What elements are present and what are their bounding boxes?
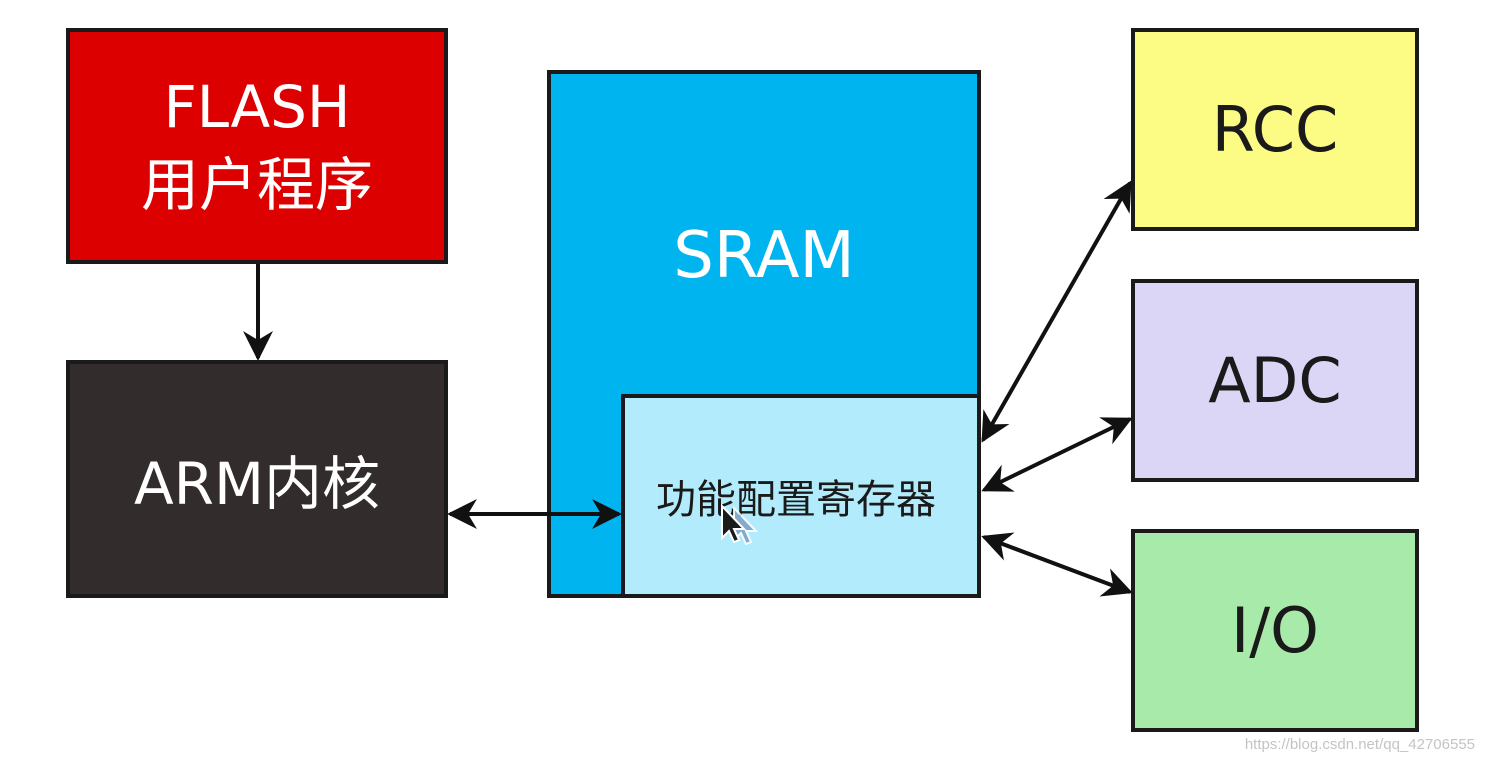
arrow-register-adc (981, 417, 1133, 492)
arrow-register-rcc (981, 180, 1132, 443)
arrow-register-io (981, 532, 1133, 597)
watermark-text: https://blog.csdn.net/qq_42706555 (1244, 736, 1475, 753)
adc-box: ADC (1131, 279, 1419, 482)
sram-label: SRAM (673, 219, 855, 293)
rcc-box: RCC (1131, 28, 1419, 231)
register-box: 功能配置寄存器 (621, 394, 981, 598)
flash-box: FLASH 用户程序 (66, 28, 448, 264)
register-label: 功能配置寄存器 (656, 477, 936, 523)
rcc-label: RCC (1211, 93, 1339, 166)
mouse-pointer-icon (721, 504, 759, 546)
arm-core-label: ARM内核 (133, 450, 381, 518)
adc-label: ADC (1208, 344, 1342, 417)
io-label: I/O (1231, 594, 1319, 667)
flash-subtitle: 用户程序 (140, 151, 373, 219)
flash-title: FLASH (163, 73, 351, 141)
io-box: I/O (1131, 529, 1419, 732)
arm-core-box: ARM内核 (66, 360, 448, 598)
